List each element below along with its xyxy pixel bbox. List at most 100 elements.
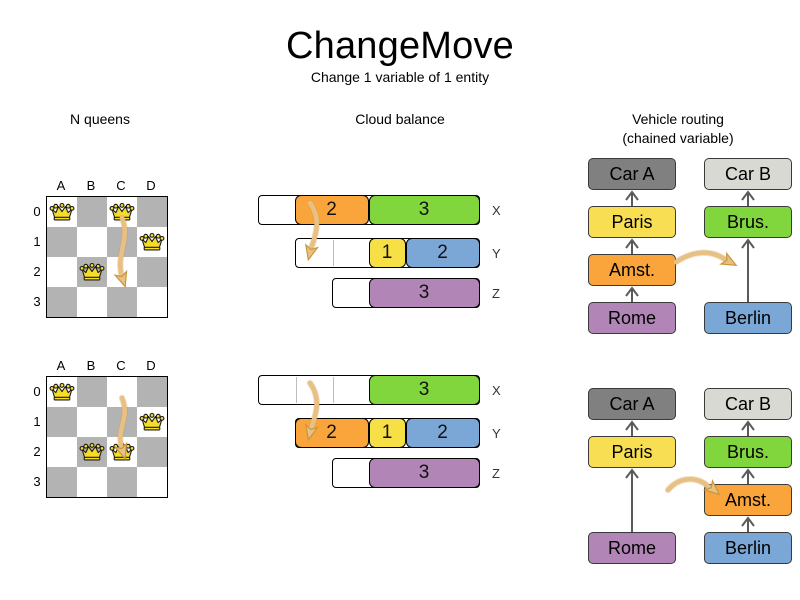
queen-d1[interactable] — [137, 407, 167, 437]
board-cell-a2[interactable] — [47, 437, 77, 467]
arrow-head — [304, 243, 320, 262]
computer-row-x-after[interactable]: 3 — [258, 374, 480, 405]
section-title-nqueens: N queens — [70, 111, 130, 127]
customer-node-amst[interactable]: Amst. — [704, 484, 792, 516]
queen-icon — [79, 442, 105, 461]
chain-links-before-1 — [741, 190, 755, 302]
chessboard-before — [46, 196, 168, 318]
page-title: ChangeMove — [285, 25, 515, 67]
board-cell-b1[interactable] — [77, 407, 107, 437]
arrow-head — [113, 441, 128, 461]
process-block-3[interactable]: 3 — [368, 277, 480, 308]
board-cell-d3[interactable] — [137, 287, 167, 317]
vehicle-node-carb[interactable]: Car B — [704, 158, 792, 190]
queen-icon — [49, 202, 75, 221]
board-cell-d2[interactable] — [137, 257, 167, 287]
board-file-label-a: A — [56, 358, 66, 373]
customer-node-amst[interactable]: Amst. — [588, 254, 676, 286]
board-cell-a2[interactable] — [47, 257, 77, 287]
computer-label-y: Y — [492, 246, 501, 261]
move-arrow-before — [304, 199, 320, 262]
board-cell-b0[interactable] — [77, 377, 107, 407]
process-block-2[interactable]: 2 — [405, 417, 480, 448]
empty-slot-divider — [333, 377, 334, 403]
vehicle-node-cara[interactable]: Car A — [588, 388, 676, 420]
board-cell-a3[interactable] — [47, 467, 77, 497]
computer-label-x: X — [492, 203, 501, 218]
queen-icon — [139, 232, 165, 251]
board-rank-label-0: 0 — [33, 383, 41, 399]
vehicle-node-cara[interactable]: Car A — [588, 158, 676, 190]
queen-a0[interactable] — [47, 197, 77, 227]
board-cell-b1[interactable] — [77, 227, 107, 257]
chain-links-after-0 — [625, 420, 639, 532]
queen-b2[interactable] — [77, 437, 107, 467]
computer-label-y: Y — [492, 426, 501, 441]
board-rank-label-3: 3 — [33, 293, 41, 309]
board-file-label-d: D — [146, 358, 156, 373]
process-block-3[interactable]: 3 — [368, 457, 480, 488]
customer-node-berlin[interactable]: Berlin — [704, 532, 792, 564]
computer-label-x: X — [492, 383, 501, 398]
customer-node-berlin[interactable]: Berlin — [704, 302, 792, 334]
customer-node-rome[interactable]: Rome — [588, 302, 676, 334]
section-title-cloud-balance: Cloud balance — [355, 111, 445, 127]
process-block-2[interactable]: 2 — [294, 194, 369, 225]
board-cell-b3[interactable] — [77, 467, 107, 497]
board-cell-c3[interactable] — [107, 467, 137, 497]
chessboard-after — [46, 376, 168, 498]
board-rank-label-2: 2 — [33, 443, 41, 459]
move-arrow-before — [113, 214, 128, 289]
board-cell-b0[interactable] — [77, 197, 107, 227]
board-cell-c3[interactable] — [107, 287, 137, 317]
move-arrow-before — [672, 249, 738, 267]
vehicle-node-carb[interactable]: Car B — [704, 388, 792, 420]
process-block-3[interactable]: 3 — [368, 194, 480, 225]
queen-d1[interactable] — [137, 227, 167, 257]
board-cell-d2[interactable] — [137, 437, 167, 467]
board-cell-d0[interactable] — [137, 197, 167, 227]
board-cell-b3[interactable] — [77, 287, 107, 317]
board-cell-a3[interactable] — [47, 287, 77, 317]
board-cell-d0[interactable] — [137, 377, 167, 407]
board-rank-label-1: 1 — [33, 413, 41, 429]
customer-node-rome[interactable]: Rome — [588, 532, 676, 564]
customer-node-paris[interactable]: Paris — [588, 206, 676, 238]
board-cell-d3[interactable] — [137, 467, 167, 497]
process-block-1[interactable]: 1 — [368, 417, 406, 448]
queen-b2[interactable] — [77, 257, 107, 287]
customer-node-brus[interactable]: Brus. — [704, 206, 792, 238]
customer-node-paris[interactable]: Paris — [588, 436, 676, 468]
routing-title-line-1: Vehicle routing — [632, 111, 724, 127]
board-file-label-b: B — [86, 178, 96, 193]
board-cell-a1[interactable] — [47, 227, 77, 257]
computer-row-z-before[interactable]: 3 — [332, 277, 480, 308]
queen-icon — [79, 262, 105, 281]
customer-node-brus[interactable]: Brus. — [704, 436, 792, 468]
routing-title-line-2: (chained variable) — [622, 130, 734, 146]
queen-a0[interactable] — [47, 377, 77, 407]
board-file-label-d: D — [146, 178, 156, 193]
computer-row-z-after[interactable]: 3 — [332, 457, 480, 488]
board-cell-a1[interactable] — [47, 407, 77, 437]
board-rank-label-3: 3 — [33, 473, 41, 489]
process-block-1[interactable]: 1 — [368, 237, 406, 268]
arrow-head — [304, 423, 320, 442]
process-block-2[interactable]: 2 — [405, 237, 480, 268]
arrow-head — [113, 269, 128, 289]
computer-label-z: Z — [492, 286, 500, 301]
board-file-label-a: A — [56, 178, 66, 193]
board-file-label-c: C — [116, 358, 126, 373]
empty-slot-divider — [333, 240, 334, 266]
chain-links-before-0 — [625, 190, 639, 302]
move-arrow-after — [664, 476, 721, 496]
process-block-3[interactable]: 3 — [368, 374, 480, 405]
board-rank-label-0: 0 — [33, 203, 41, 219]
chain-links-after-1 — [741, 420, 755, 532]
